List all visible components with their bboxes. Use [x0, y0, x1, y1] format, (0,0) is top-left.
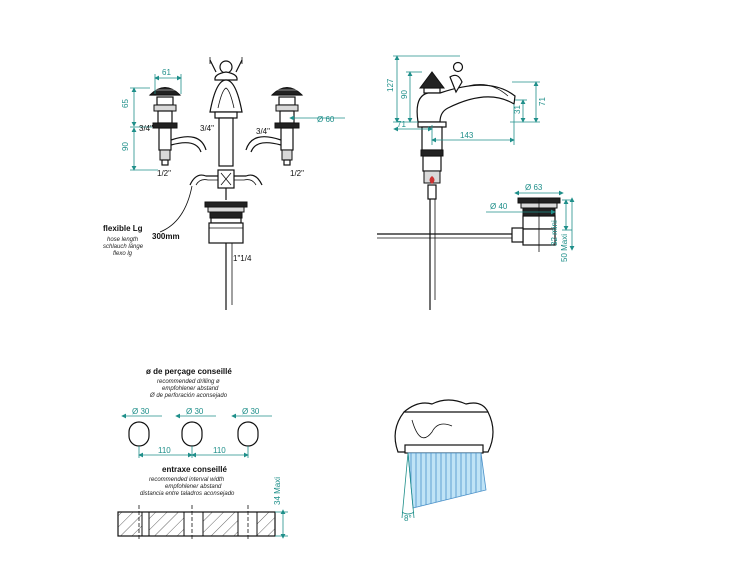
dim-top-width: 61	[162, 68, 171, 77]
interval-de: empfohlener abstand	[165, 484, 222, 490]
hose-title: flexible Lg	[103, 224, 143, 233]
center-spout	[209, 57, 243, 167]
thread-right-upper: 3/4"	[256, 127, 270, 136]
left-handle	[148, 87, 207, 166]
dim-31: 31	[513, 105, 522, 114]
thread-left-upper: 3/4"	[139, 124, 153, 133]
hole-1-diameter: Ø 30	[132, 407, 150, 416]
thread-right-lower: 1/2"	[290, 169, 304, 178]
spacing-2: 110	[213, 446, 226, 455]
interval-section	[117, 505, 288, 540]
drilling-en: recommended drilling ø	[157, 379, 220, 385]
max-thickness: 34 Maxi	[273, 477, 282, 505]
dim-143: 143	[460, 131, 474, 140]
thread-left-lower: 1/2"	[157, 169, 171, 178]
dim-90: 90	[400, 90, 409, 99]
interval-en: recommended interval width	[149, 477, 225, 483]
interval-title: entraxe conseillé	[162, 465, 227, 474]
dim-127: 127	[386, 78, 395, 92]
drilling-es: Ø de perforación aconsejado	[149, 393, 228, 399]
dim-d40: Ø 40	[490, 202, 508, 211]
hose-en: hose length	[107, 237, 139, 243]
dim-71-right: 71	[538, 97, 547, 106]
dim-32-mini: 32 mini	[550, 220, 559, 246]
waste-valve	[204, 201, 248, 310]
side-spout	[416, 61, 516, 310]
hose-es: flexo lg	[113, 251, 133, 257]
t-connector	[189, 169, 263, 200]
right-handle	[245, 87, 304, 166]
dim-d63: Ø 63	[525, 183, 543, 192]
dim-left-height-top: 65	[121, 99, 130, 108]
side-dimensions	[393, 55, 575, 251]
hole-3-diameter: Ø 30	[242, 407, 260, 416]
spacing-1: 110	[158, 446, 171, 455]
drilling-diagram	[121, 413, 272, 458]
front-view	[130, 57, 345, 310]
dim-50-maxi: 50 Maxi	[560, 234, 569, 262]
hose-leader	[159, 185, 193, 233]
dim-left-height-bottom: 90	[121, 142, 130, 151]
detail-angle: 8°	[404, 514, 412, 523]
drilling-title: ø de perçage conseillé	[146, 367, 232, 376]
dim-71-bottom: 71	[397, 120, 406, 129]
interval-es: distancia entre taladros aconsejado	[140, 491, 235, 497]
thread-center: 3/4"	[200, 124, 214, 133]
side-waste	[377, 197, 561, 252]
hole-2-diameter: Ø 30	[186, 407, 204, 416]
front-dimensions	[130, 74, 345, 171]
thread-waste: 1"1/4	[233, 254, 252, 263]
hose-value: 300mm	[152, 232, 180, 241]
drilling-de: empfohlener abstand	[162, 386, 219, 392]
aerator-detail	[394, 399, 494, 519]
side-view	[377, 55, 575, 310]
hose-de: schlauch länge	[103, 244, 144, 250]
dim-diameter-right: Ø 60	[317, 115, 335, 124]
